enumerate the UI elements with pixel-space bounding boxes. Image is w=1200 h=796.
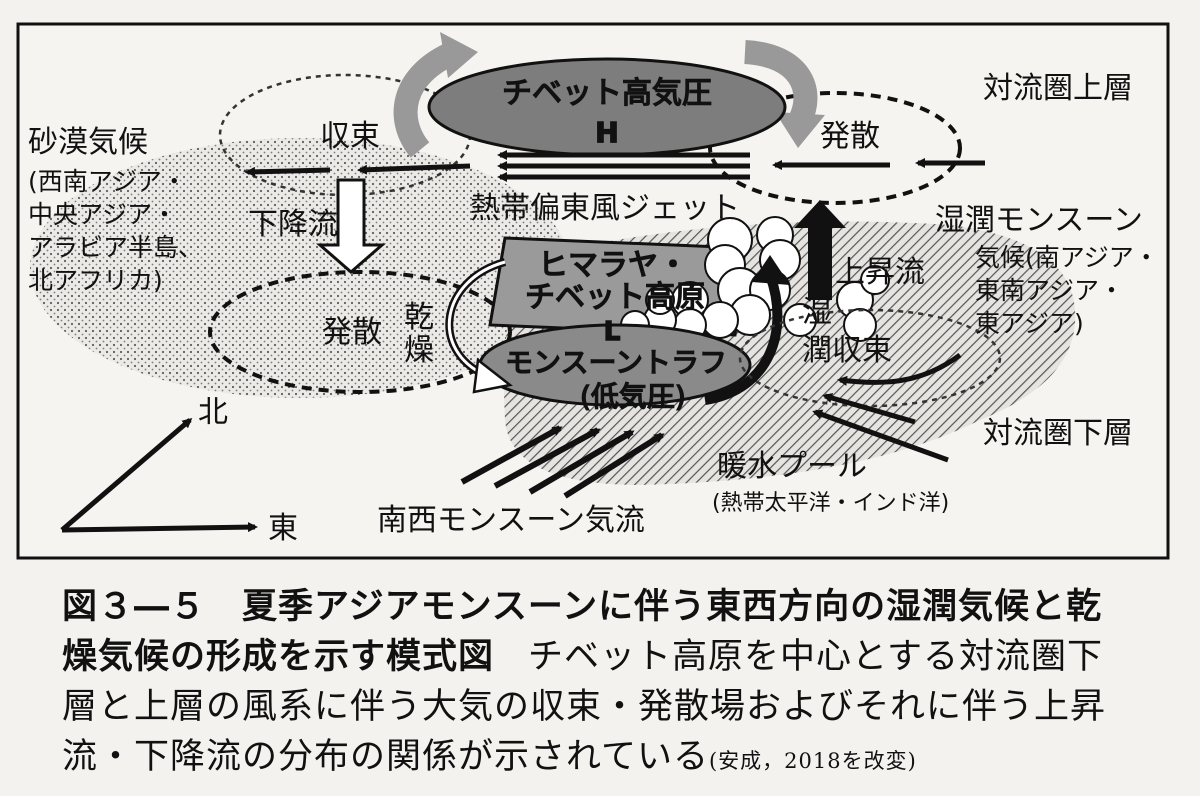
updraft-label: 上昇流 [835, 255, 925, 290]
easterly-jet-label: 熱帯偏東風ジェット [470, 191, 740, 226]
upper-divergence-label: 発散 [820, 119, 880, 154]
lower-troposphere-label: 対流圏下層 [983, 416, 1133, 451]
high-circulation-arrowhead-left [440, 32, 478, 78]
lower-divergence-ellipse [208, 270, 512, 394]
easterly-jet-arrows [245, 150, 985, 182]
wet-region-line-3: 東アジア) [975, 309, 1084, 338]
warm-pool-inflow-arrows [812, 393, 949, 463]
desert-region-line-1: (西南アジア・ [28, 167, 187, 196]
tibetan-high-label: チベット高気圧 [502, 76, 712, 111]
caption-desc-line-2: チベット高原を中心とする対流圏下 [528, 637, 1103, 677]
caption-desc-line-4: 流・下降流の分布の関係が示されている [62, 737, 709, 777]
high-circulation-arrow-right [743, 40, 818, 126]
trough-rising-arrow [704, 273, 783, 405]
high-pressure-mark: H [595, 116, 618, 149]
warm-pool-curved-arrow [837, 352, 962, 386]
caption-title-line-2: 燥気候の形成を示す模式図 [62, 637, 495, 677]
desert-region-line-3: アラビア半島、 [28, 233, 203, 262]
warm-pool-sub-label: (熱帯太平洋・インド洋) [712, 491, 949, 516]
compass-north-label: 北 [198, 395, 228, 430]
caption-line-4: 流・下降流の分布の関係が示されている(安成，2018を改変) [62, 732, 1172, 782]
desert-region [30, 138, 570, 398]
desert-region-line-2: 中央アジア・ [28, 200, 177, 229]
downdraft-arrow [315, 178, 387, 274]
caption-source: (安成，2018を改変) [708, 749, 917, 773]
southwest-monsoon-arrows [460, 425, 665, 499]
figure-caption: 図３―５ 夏季アジアモンスーンに伴う東西方向の湿潤気候と乾 燥気候の形成を示す模… [62, 582, 1172, 782]
wet-region-line-2: 東南アジア・ [975, 276, 1124, 305]
low-pressure-mark: L [604, 317, 621, 347]
desert-region-line-4: 北アフリカ) [28, 266, 163, 295]
caption-desc-line-3: 層と上層の風系に伴う大気の収束・発散場およびそれに伴う上昇 [62, 687, 1107, 727]
dry-label-1: 乾 [404, 300, 434, 335]
plateau-label-2: チベット高原 [525, 280, 705, 315]
moist-convergence-label-2: 潤収束 [802, 333, 892, 368]
downdraft-label: 下降流 [248, 207, 338, 242]
trough-rising-arrowhead [752, 255, 790, 285]
dry-arrowhead [472, 357, 513, 394]
moist-convergence-ellipse [738, 308, 1002, 408]
caption-title-line-1: 図３―５ 夏季アジアモンスーンに伴う東西方向の湿潤気候と乾 [62, 587, 1103, 627]
wet-region-line-1: 気候(南アジア・ [975, 243, 1159, 272]
plateau-label-1: ヒマラヤ・ [538, 248, 688, 283]
high-circulation-arrowhead-right [775, 112, 825, 148]
desert-climate-title: 砂漠気候 [28, 125, 148, 160]
monsoon-trough-label: モンスーントラフ [505, 346, 727, 379]
low-pressure-sub-label: (低気圧) [580, 380, 686, 413]
updraft-arrow [794, 200, 846, 300]
high-circulation-arrow-left [393, 40, 461, 158]
compass [60, 418, 258, 533]
moist-convergence-label-1: 湿 [802, 295, 832, 330]
southwest-monsoon-label: 南西モンスーン気流 [377, 503, 645, 538]
compass-east-label: 東 [268, 511, 298, 546]
upper-troposphere-label: 対流圏上層 [983, 71, 1133, 106]
upper-divergence-ellipse [708, 91, 962, 205]
wet-monsoon-climate-title: 湿潤モンスーン [935, 203, 1143, 238]
lower-divergence-label: 発散 [322, 315, 382, 350]
caption-line-2: 燥気候の形成を示す模式図チベット高原を中心とする対流圏下 [62, 632, 1172, 682]
warm-pool-label: 暖水プール [717, 449, 867, 484]
dry-label-2: 燥 [404, 333, 434, 368]
dry-circulation-arrow-inner [447, 260, 506, 377]
convergence-label: 収束 [320, 119, 380, 154]
